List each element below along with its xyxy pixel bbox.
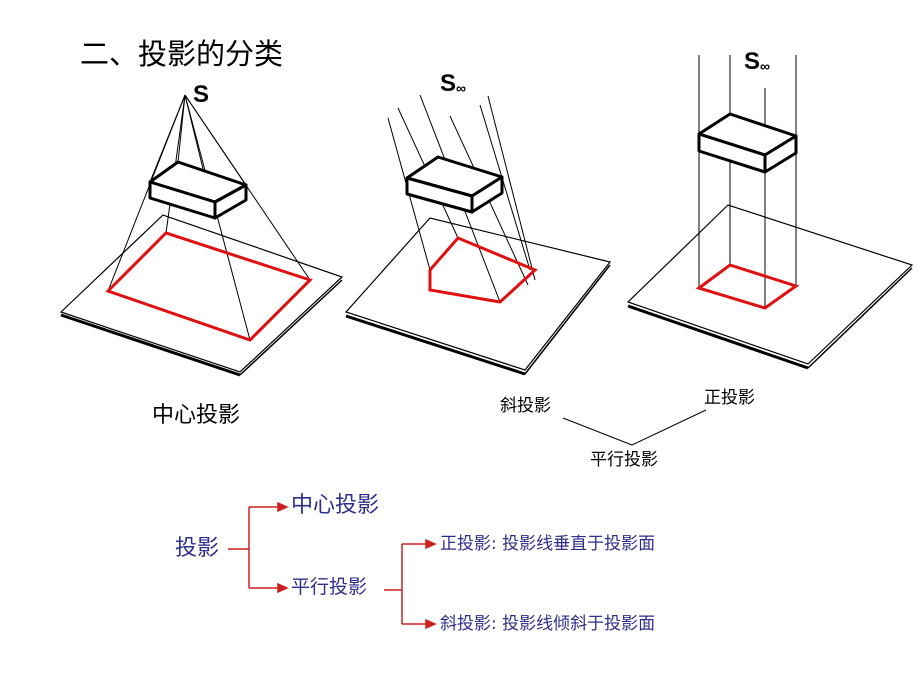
central-plane-edge (60, 313, 241, 377)
arrow-to-parallel (277, 582, 289, 594)
slide-title: 二、投影的分类 (80, 37, 284, 71)
oblique-projection-outline (428, 236, 538, 304)
ortho-projection-figure (626, 55, 914, 370)
ortho-source-label: S∞ (744, 50, 770, 74)
tree-leaf-oblique-label: 斜投影 (440, 614, 491, 634)
oblique-source-label: S∞ (440, 72, 466, 96)
ortho-source-letter: S (744, 48, 761, 75)
tree-leaf-ortho: 正投影: 投影线垂直于投影面 (440, 536, 655, 553)
arrow-to-oblique (425, 618, 437, 630)
ortho-infinity-subscript: ∞ (760, 58, 770, 74)
oblique-caption: 斜投影 (500, 396, 551, 416)
tree-leaf-ortho-label: 正投影 (440, 534, 491, 554)
arrow-to-ortho (425, 538, 437, 550)
oblique-plane (344, 217, 612, 371)
tree-root-projection: 投影 (175, 536, 220, 561)
tree-leaf-oblique: 斜投影: 投影线倾斜于投影面 (440, 616, 655, 633)
parallel-caption: 平行投影 (590, 450, 658, 470)
ortho-plane (626, 204, 914, 365)
tree-leaf-oblique-definition: 投影线倾斜于投影面 (502, 614, 656, 634)
ortho-projection-outline (695, 263, 800, 310)
central-source-label: S (193, 83, 209, 107)
tree-leaf-oblique-colon: : (491, 614, 497, 634)
tree-leaf-ortho-colon: : (491, 534, 497, 554)
tree-node-central: 中心投影 (291, 493, 380, 518)
tree-node-parallel: 平行投影 (291, 576, 368, 598)
tree-connectors (228, 501, 437, 630)
ortho-caption: 正投影 (704, 388, 755, 408)
central-projection-figure (59, 94, 344, 377)
central-caption: 中心投影 (152, 403, 241, 428)
oblique-projection-figure (344, 94, 612, 376)
parallel-bracket (562, 409, 707, 446)
central-source-letter: S (193, 81, 210, 108)
arrow-to-central (277, 501, 289, 513)
oblique-box (405, 155, 504, 214)
tree-leaf-ortho-definition: 投影线垂直于投影面 (502, 534, 656, 554)
central-projection-outline (105, 231, 313, 342)
oblique-source-letter: S (440, 70, 457, 97)
central-plane (59, 214, 344, 373)
ortho-box (697, 112, 798, 174)
central-box (148, 160, 248, 220)
oblique-infinity-subscript: ∞ (456, 80, 466, 96)
